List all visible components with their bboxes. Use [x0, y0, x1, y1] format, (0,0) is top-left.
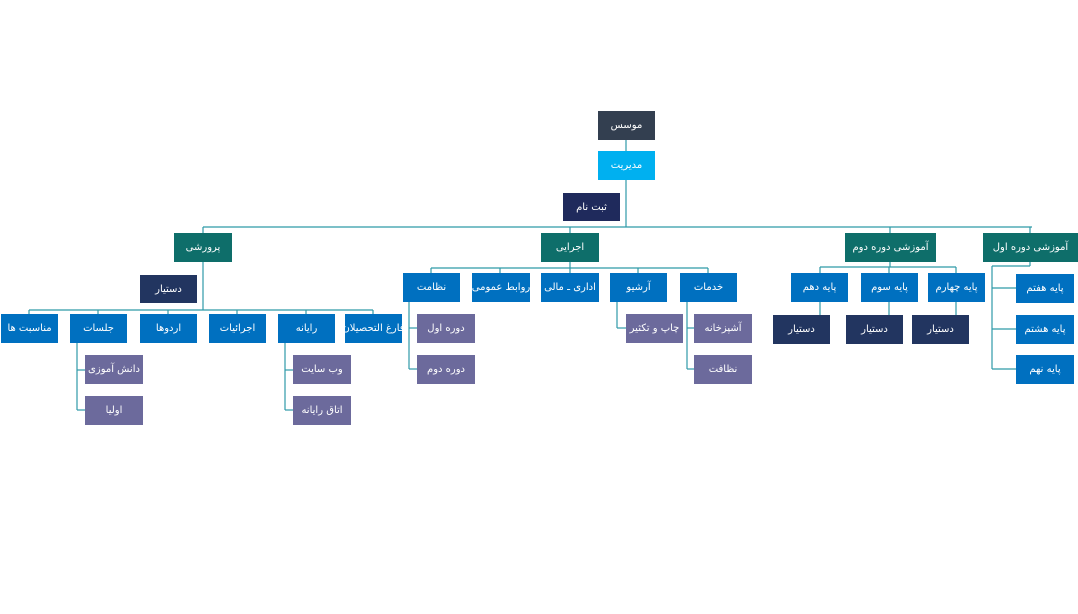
node-grade8: پایه هشتم	[1016, 315, 1074, 344]
node-occasions: مناسبت ها	[1, 314, 58, 343]
node-camps: اردوها	[140, 314, 197, 343]
node-graduates: فارغ التحصیلان	[345, 314, 402, 343]
node-services: خدمات	[680, 273, 737, 302]
node-second-period: دوره دوم	[417, 355, 475, 384]
node-grade4: پایه چهارم	[928, 273, 985, 302]
node-performances: اجرائیات	[209, 314, 266, 343]
node-print-copy: چاپ و تکثیر	[626, 314, 683, 343]
node-grade9: پایه نهم	[1016, 355, 1074, 384]
node-registration: ثبت نام	[563, 193, 620, 221]
node-students: دانش آموزی	[85, 355, 143, 384]
node-edu-first: آموزشی دوره اول	[983, 233, 1078, 262]
node-meetings: جلسات	[70, 314, 127, 343]
node-first-period: دوره اول	[417, 314, 475, 343]
node-grade3-assistant: دستیار	[846, 315, 903, 344]
node-public-relations: روابط عمومی	[472, 273, 530, 302]
node-website: وب سایت	[293, 355, 351, 384]
node-discipline: نظامت	[403, 273, 460, 302]
node-grade10-assistant: دستیار	[773, 315, 830, 344]
node-grade4-assistant: دستیار	[912, 315, 969, 344]
node-grade10: پایه دهم	[791, 273, 848, 302]
node-management: مدیریت	[598, 151, 655, 180]
node-cleaning: نظافت	[694, 355, 752, 384]
node-kitchen: آشپزخانه	[694, 314, 752, 343]
node-edu-second: آموزشی دوره دوم	[845, 233, 936, 262]
node-computer-room: اتاق رایانه	[293, 396, 351, 425]
node-parents: اولیا	[85, 396, 143, 425]
node-executive: اجرایی	[541, 233, 599, 262]
node-founder: موسس	[598, 111, 655, 140]
node-computer: رایانه	[278, 314, 335, 343]
node-training: پرورشی	[174, 233, 232, 262]
node-training-assistant: دستیار	[140, 275, 197, 303]
node-archive: آرشیو	[610, 273, 667, 302]
node-admin-finance: اداری ـ مالی	[541, 273, 599, 302]
node-grade7: پایه هفتم	[1016, 274, 1074, 303]
node-grade3: پایه سوم	[861, 273, 918, 302]
